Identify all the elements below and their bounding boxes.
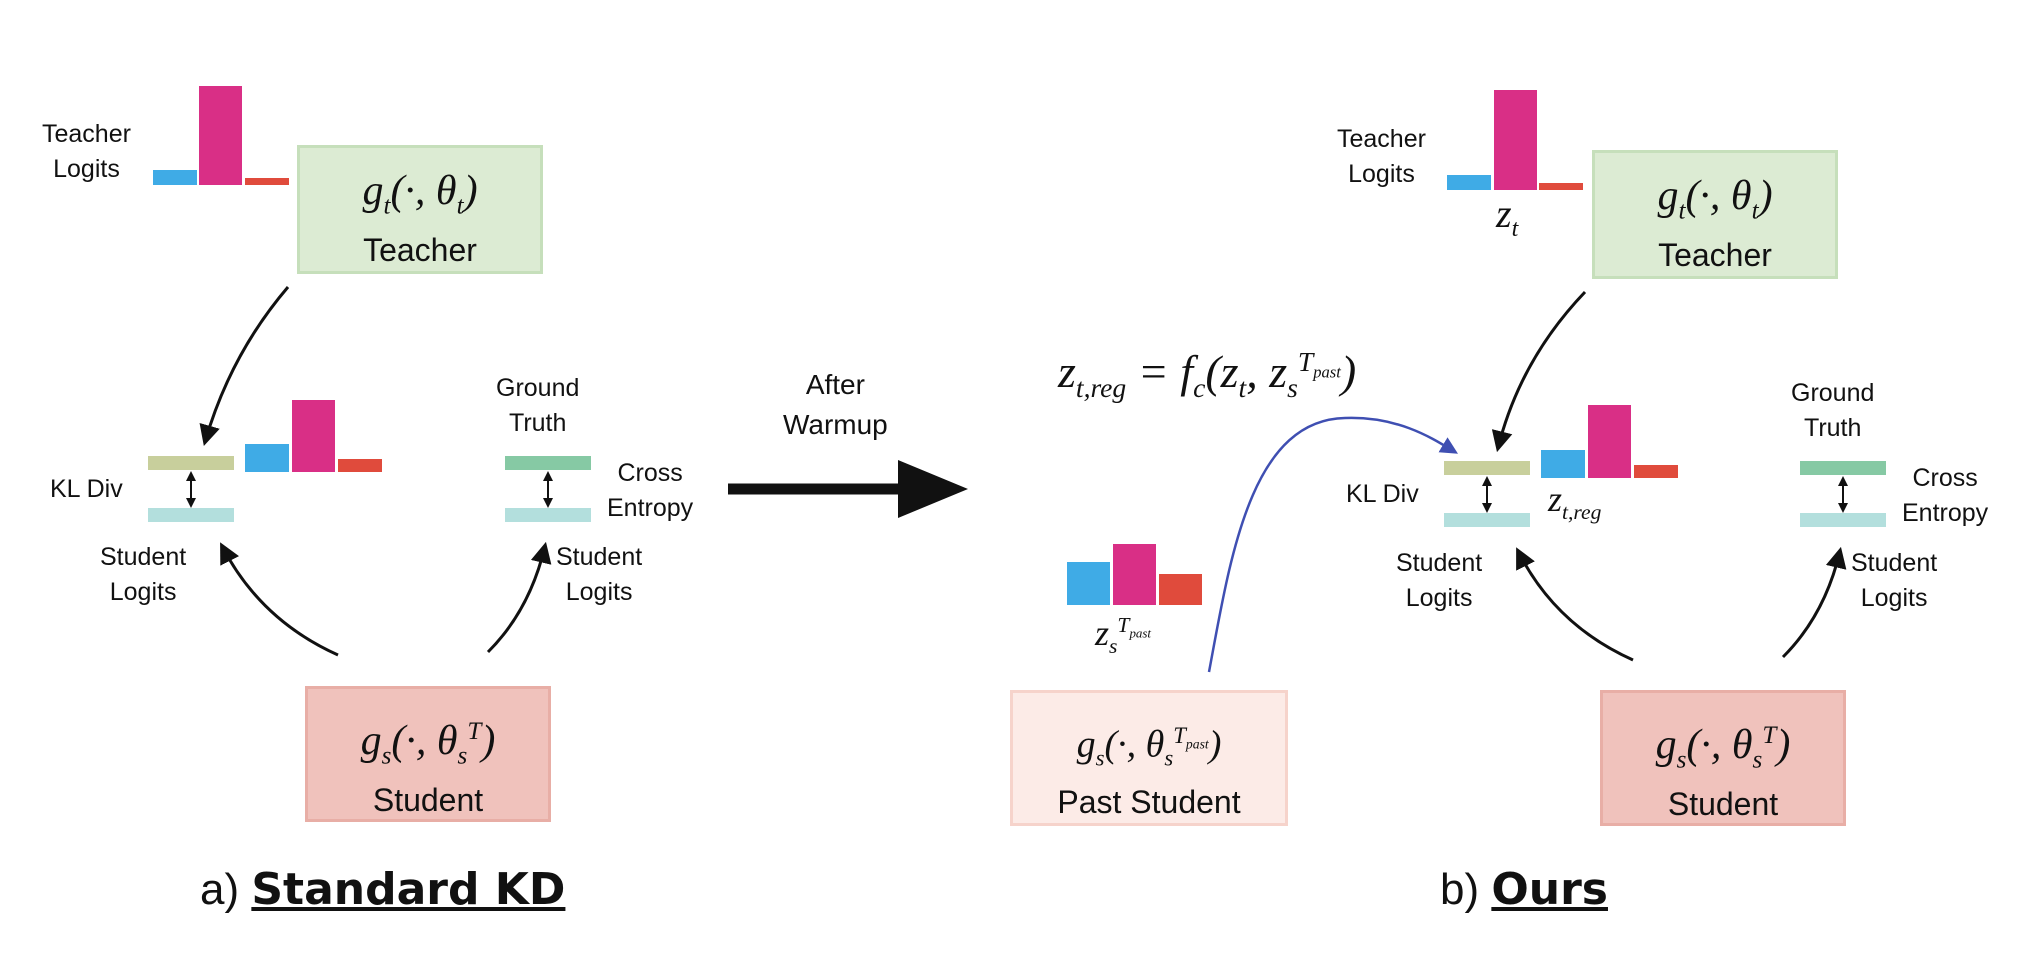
bar-blue	[153, 170, 197, 185]
past-student-logits-bars	[1067, 544, 1202, 605]
ce-student-strip-b	[1800, 513, 1886, 527]
caption-a: a) Standard KD	[200, 864, 566, 915]
bar-blue	[1447, 175, 1491, 190]
student-box-a: gs(·, θsT) Student	[305, 686, 551, 822]
ground-truth-strip-b	[1800, 461, 1886, 475]
bar-magenta	[1588, 405, 1631, 478]
bar-red	[338, 459, 382, 472]
equation: zt,reg = fc(zt, zsTpast)	[1058, 345, 1357, 404]
teacher-logits-bars-b	[1447, 90, 1583, 190]
ground-truth-strip-a	[505, 456, 591, 470]
arrow-student-to-ce-a	[486, 541, 552, 654]
bar-red	[1159, 574, 1202, 605]
bar-magenta	[292, 400, 335, 472]
past-student-box-label: Past Student	[1057, 784, 1241, 821]
student-box-label: Student	[1667, 786, 1779, 823]
reg-logits-symbol: zt,reg	[1548, 479, 1602, 525]
student-function: gs(·, θsT)	[360, 718, 496, 770]
kl-div-label-a: KL Div	[50, 475, 123, 503]
bar-blue	[1541, 450, 1585, 478]
past-student-box: gs(·, θsTpast) Past Student	[1010, 690, 1288, 826]
bar-blue	[245, 444, 289, 472]
student-box-b: gs(·, θsT) Student	[1600, 690, 1846, 826]
past-student-function: gs(·, θsTpast)	[1076, 723, 1222, 771]
teacher-function: gt(·, θt)	[362, 168, 478, 220]
bar-magenta	[1494, 90, 1537, 190]
arrow-student-to-ce-b	[1781, 546, 1847, 659]
kl-target-strip-a	[148, 456, 234, 470]
bar-magenta	[1113, 544, 1156, 605]
arrow-student-to-kl-b	[1516, 547, 1634, 662]
kl-student-strip-a	[148, 508, 234, 522]
bar-red	[245, 178, 289, 185]
arrow-student-to-kl-a	[220, 542, 339, 657]
arrow-teacher-to-kl-a	[199, 286, 290, 447]
student-function: gs(·, θsT)	[1655, 722, 1791, 774]
caption-b: b) Ours	[1440, 864, 1608, 915]
teacher-box-a: gt(·, θt) Teacher	[297, 145, 543, 274]
teacher-box-b: gt(·, θt) Teacher	[1592, 150, 1838, 279]
past-logits-symbol: zsTpast	[1095, 613, 1152, 659]
bar-red	[1539, 183, 1583, 190]
after-warmup-arrow	[728, 460, 968, 518]
arrow-teacher-to-kl-b	[1491, 290, 1587, 453]
bar-red	[1634, 465, 1678, 478]
ce-student-strip-a	[505, 508, 591, 522]
kl-target-bars-b	[1541, 405, 1678, 478]
kl-div-label-b: KL Div	[1346, 480, 1419, 508]
teacher-logits-symbol: zt	[1496, 191, 1519, 242]
student-box-label: Student	[372, 782, 484, 819]
teacher-box-label: Teacher	[363, 232, 477, 269]
teacher-function: gt(·, θt)	[1657, 173, 1773, 225]
teacher-logits-bars-a	[153, 86, 289, 185]
bar-magenta	[199, 86, 242, 185]
arrow-past-student-to-kl	[1207, 416, 1459, 673]
kl-target-bars-a	[245, 400, 382, 472]
teacher-box-label: Teacher	[1658, 237, 1772, 274]
kl-student-strip-b	[1444, 513, 1530, 527]
kl-target-strip-b	[1444, 461, 1530, 475]
bar-blue	[1067, 562, 1110, 605]
